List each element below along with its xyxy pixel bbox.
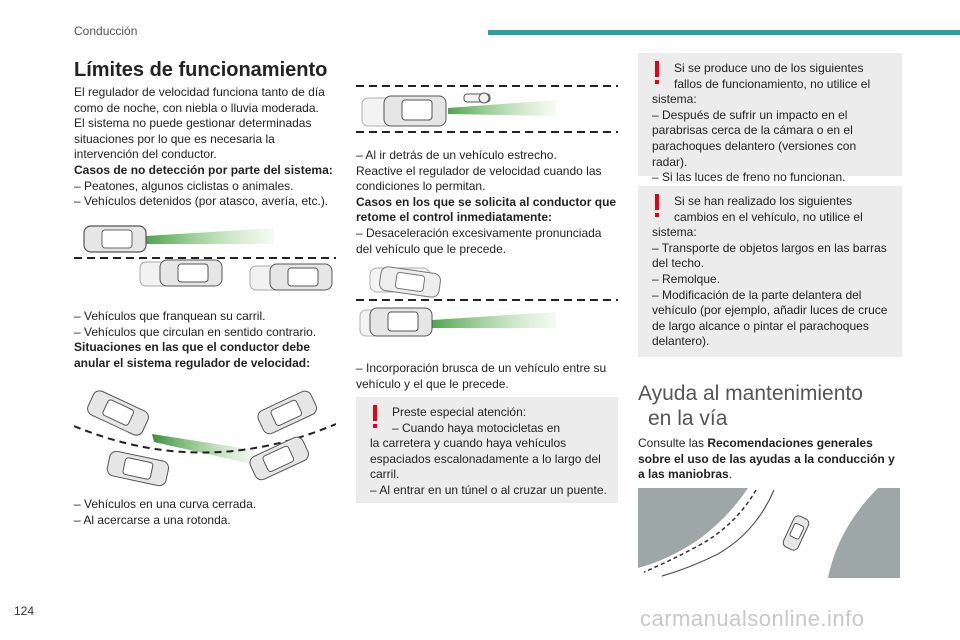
- decel-item: – Desaceleración excesivamente pronuncia…: [356, 225, 602, 240]
- warning-exclamation-icon: [655, 194, 659, 217]
- warning-line: Si se produce uno de los siguientes: [674, 61, 864, 75]
- consult-prefix: Consulte las: [638, 436, 708, 450]
- section-title: Límites de funcionamiento: [74, 59, 328, 81]
- warning-line: fallos de funcionamiento, no utilice el: [674, 76, 871, 91]
- warning-box-modifications: Si se han realizado los siguientes cambi…: [638, 186, 902, 357]
- car-ego: [361, 95, 447, 127]
- roadside-right: [828, 488, 900, 578]
- heading-line: en la vía: [648, 407, 728, 430]
- warning-line: carril.: [370, 467, 400, 482]
- override-heading: Situaciones en las que el conductor debe: [74, 340, 311, 355]
- intro-line: intervención del conductor.: [74, 147, 217, 162]
- col1-text-block-2: – Vehículos que franquean su carril. – V…: [74, 309, 344, 371]
- car-ego: [83, 225, 147, 253]
- illustration-tight-curve: [74, 390, 336, 487]
- warning-box-motorcycles: Preste especial atención: – Cuando haya …: [356, 397, 618, 503]
- takeover-heading: retome el control inmediatamente:: [356, 210, 553, 225]
- car-ego: [87, 390, 149, 436]
- sensor-cone: [146, 228, 274, 244]
- warning-line: del techo.: [652, 256, 705, 271]
- column-1: Límites de funcionamiento: [74, 58, 344, 82]
- section-header: Conducción: [74, 24, 138, 38]
- illustration-lane-keeping: [638, 488, 900, 578]
- sensor-cone: [432, 312, 556, 328]
- warning-line: cambios en el vehículo, no utilice el: [674, 209, 863, 224]
- warning-line: Si se han realizado los siguientes: [674, 194, 853, 208]
- reactivate-line: condiciones lo permitan.: [356, 179, 486, 194]
- warning-line: – Modificación de la parte delantera del: [652, 287, 862, 302]
- col2-text-block: – Al ir detrás de un vehículo estrecho. …: [356, 148, 620, 257]
- illustration-narrow-vehicle: [356, 85, 618, 133]
- car-cut-in: [369, 266, 441, 298]
- consult-paragraph: Consulte las Recomendaciones generales s…: [638, 436, 902, 483]
- reactivate-line: Reactive el regulador de velocidad cuand…: [356, 163, 602, 178]
- consult-link-text: a las maniobras: [638, 467, 729, 482]
- no-detect-heading: Casos de no detección por parte del sist…: [74, 162, 333, 177]
- warning-line: – Al entrar en un túnel o al cruzar un p…: [370, 482, 607, 497]
- car-oncoming-1: [257, 390, 317, 435]
- warning-line: – Transporte de objetos largos en las ba…: [652, 240, 887, 255]
- consult-link-text: sobre el uso de las ayudas a la conducci…: [638, 451, 895, 466]
- warning-line: espaciados escalonadamente a lo largo de…: [370, 451, 601, 466]
- car-oncoming-2: [249, 436, 309, 481]
- warning-line: sistema:: [652, 225, 697, 240]
- warning-exclamation-icon: [373, 405, 377, 428]
- curve-item: – Al acercarse a una rotonda.: [74, 512, 231, 527]
- lane-keeping-heading: Ayuda al mantenimiento en la vía: [638, 381, 902, 431]
- motorcycle: [463, 92, 491, 104]
- lane-curve: [74, 423, 336, 454]
- consult-link-text: Recomendaciones generales: [707, 436, 873, 450]
- sensor-cone: [152, 434, 254, 464]
- illustration-cut-in: [356, 266, 618, 337]
- sensor-cone: [448, 100, 556, 116]
- car-stopped-2: [249, 263, 333, 291]
- warning-line: vehículo (por ejemplo, añadir luces de c…: [652, 303, 888, 318]
- intro-line: El sistema no puede gestionar determinad…: [74, 116, 312, 131]
- warning-box-malfunctions: Si se produce uno de los siguientes fall…: [638, 53, 902, 184]
- cutin-item: – Incorporación brusca de un vehículo en…: [356, 361, 607, 375]
- car-lane-2: [106, 450, 170, 487]
- warning-line: – Si las luces de freno no funcionan.: [652, 170, 846, 185]
- no-detect-item: – Vehículos detenidos (por atasco, averí…: [74, 194, 329, 209]
- decel-item: del vehículo que le precede.: [356, 241, 507, 256]
- warning-line: parabrisas cerca de la cámara o en el: [652, 123, 853, 138]
- car-ego: [359, 307, 433, 337]
- takeover-heading: Casos en los que se solicita al conducto…: [356, 194, 617, 209]
- roadside-left: [638, 488, 748, 568]
- warning-line: – Después de sufrir un impacto en el: [652, 107, 848, 122]
- cutin-item: vehículo y el que le precede.: [356, 376, 509, 391]
- illustration-stopped-vehicles: [74, 225, 336, 291]
- warning-line: la carretera y cuando haya vehículos: [370, 436, 567, 451]
- lane-item: – Vehículos que franquean su carril.: [74, 309, 266, 323]
- col2-text-block-2: – Incorporación brusca de un vehículo en…: [356, 361, 620, 392]
- page-number: 124: [14, 604, 35, 618]
- heading-line: Ayuda al mantenimiento: [638, 382, 863, 405]
- lane-item: – Vehículos que circulan en sentido cont…: [74, 324, 317, 339]
- curve-item: – Vehículos en una curva cerrada.: [74, 497, 257, 511]
- warning-exclamation-icon: [655, 61, 659, 84]
- narrow-item: – Al ir detrás de un vehículo estrecho.: [356, 148, 557, 162]
- no-detect-item: – Peatones, algunos ciclistas o animales…: [74, 178, 294, 193]
- warning-line: delantero).: [652, 334, 710, 349]
- lane-marking-left: [643, 489, 757, 573]
- intro-line: como de noche, con niebla o lluvia moder…: [74, 100, 319, 115]
- header-accent-bar: [488, 30, 960, 35]
- warning-line: Preste especial atención:: [392, 405, 527, 419]
- col1-text-block-3: – Vehículos en una curva cerrada. – Al a…: [74, 497, 344, 528]
- warning-line: de largo alcance o pintar el parachoques: [652, 318, 869, 333]
- car-stopped-1: [139, 259, 223, 287]
- warning-line: – Cuando haya motocicletas en: [392, 420, 561, 435]
- watermark: carmanualsonline.info: [640, 606, 865, 631]
- intro-line: situaciones por lo que es necesaria la: [74, 131, 275, 146]
- consult-suffix: .: [728, 467, 733, 482]
- lane-marking-right: [661, 489, 775, 577]
- warning-line: sistema:: [652, 92, 697, 107]
- override-heading: anular el sistema regulador de velocidad…: [74, 355, 311, 370]
- intro-line: El regulador de velocidad funciona tanto…: [74, 85, 325, 99]
- car-ego: [782, 515, 810, 551]
- col1-text-block: El regulador de velocidad funciona tanto…: [74, 85, 344, 210]
- warning-line: – Remolque.: [652, 271, 721, 286]
- warning-line: parachoques delantero (versiones con rad…: [652, 138, 857, 169]
